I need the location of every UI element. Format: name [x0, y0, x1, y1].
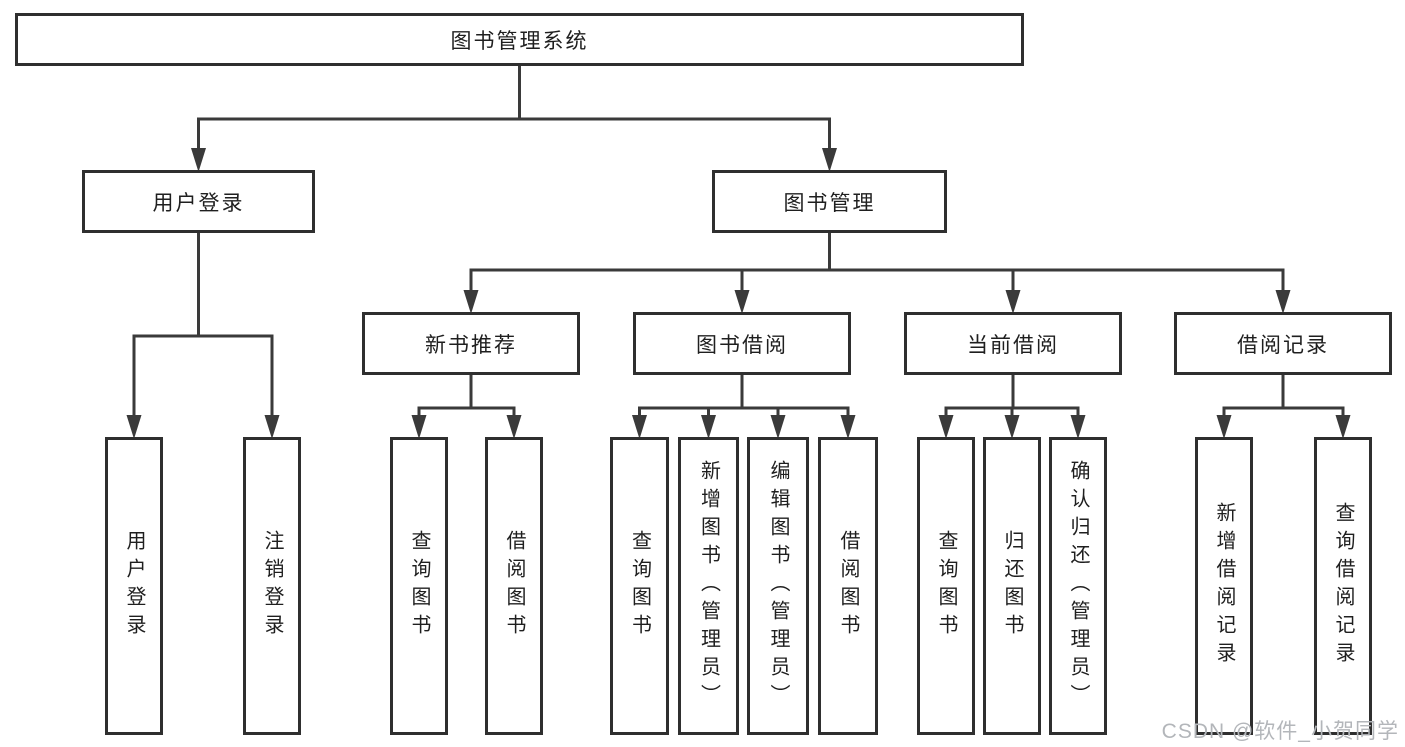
node-label: 用户登录: [152, 191, 245, 215]
node-query-books-recommend: 查询图书: [390, 437, 448, 735]
node-query-borrow-record: 查询借阅记录: [1314, 437, 1372, 735]
node-query-books-current: 查询图书: [917, 437, 975, 735]
node-borrow-books-borrowing: 借阅图书: [818, 437, 878, 735]
node-label: 图书管理: [783, 191, 876, 215]
node-borrow-books-recommend: 借阅图书: [485, 437, 543, 735]
node-logout: 注销登录: [243, 437, 301, 735]
node-label: 借阅图书: [837, 530, 859, 642]
node-label: 查询借阅记录: [1332, 502, 1354, 670]
node-label: 借阅记录: [1237, 333, 1329, 357]
node-add-books-admin: 新增图书（管理员）: [678, 437, 739, 735]
node-label: 新书推荐: [425, 333, 517, 357]
node-book-borrowing: 图书借阅: [633, 312, 851, 375]
node-current-borrowing: 当前借阅: [904, 312, 1122, 375]
node-user-login: 用户登录: [82, 170, 315, 233]
node-label: 查询图书: [935, 530, 957, 642]
node-label: 确认归还（管理员）: [1067, 460, 1089, 712]
node-label: 查询图书: [628, 530, 651, 642]
node-new-book-recommendation: 新书推荐: [362, 312, 580, 375]
node-edit-books-admin: 编辑图书（管理员）: [747, 437, 809, 735]
node-label: 当前借阅: [967, 333, 1059, 357]
node-return-books: 归还图书: [983, 437, 1041, 735]
node-label: 编辑图书（管理员）: [767, 460, 789, 712]
node-borrowing-records: 借阅记录: [1174, 312, 1392, 375]
node-add-borrow-record: 新增借阅记录: [1195, 437, 1253, 735]
node-label: 用户登录: [123, 530, 145, 642]
node-query-books-borrowing: 查询图书: [610, 437, 669, 735]
node-label: 图书借阅: [696, 333, 788, 357]
node-book-management: 图书管理: [712, 170, 947, 233]
node-label: 注销登录: [261, 530, 283, 642]
node-label: 新增图书（管理员）: [697, 460, 720, 712]
node-library-management-system: 图书管理系统: [15, 13, 1024, 66]
node-user-login-leaf: 用户登录: [105, 437, 163, 735]
csdn-watermark: CSDN @软件_小贺同学: [1161, 720, 1399, 743]
node-label: 归还图书: [1001, 530, 1023, 642]
node-label: 新增借阅记录: [1213, 502, 1235, 670]
node-label: 图书管理系统: [450, 29, 589, 53]
node-confirm-return-admin: 确认归还（管理员）: [1049, 437, 1107, 735]
node-label: 借阅图书: [503, 530, 525, 642]
node-label: 查询图书: [408, 530, 430, 642]
